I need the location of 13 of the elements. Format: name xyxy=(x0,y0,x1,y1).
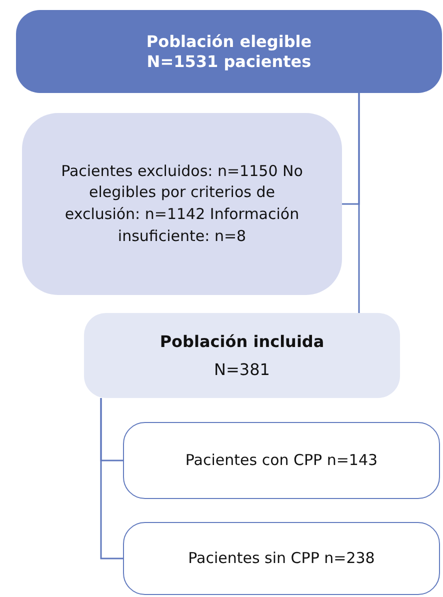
box-title: Población elegible N=1531 pacientes xyxy=(145,32,313,71)
header-box xyxy=(16,10,442,93)
connector-line xyxy=(358,93,360,313)
process-box xyxy=(22,113,342,295)
process-box xyxy=(123,422,440,499)
process-box xyxy=(84,313,400,398)
connector-line xyxy=(100,398,123,560)
box-title: Pacientes excluidos: n=1150 No elegibles por criterios de exclusión: n=1142 Información insuficiente: n=8 xyxy=(60,160,304,247)
process-box xyxy=(123,522,440,595)
box-title: Pacientes sin CPP n=238 xyxy=(188,548,375,569)
box-title: Pacientes con CPP n=143 xyxy=(185,450,378,471)
box-text: N=381 xyxy=(214,358,270,380)
box-title: Población incluida xyxy=(160,331,324,354)
